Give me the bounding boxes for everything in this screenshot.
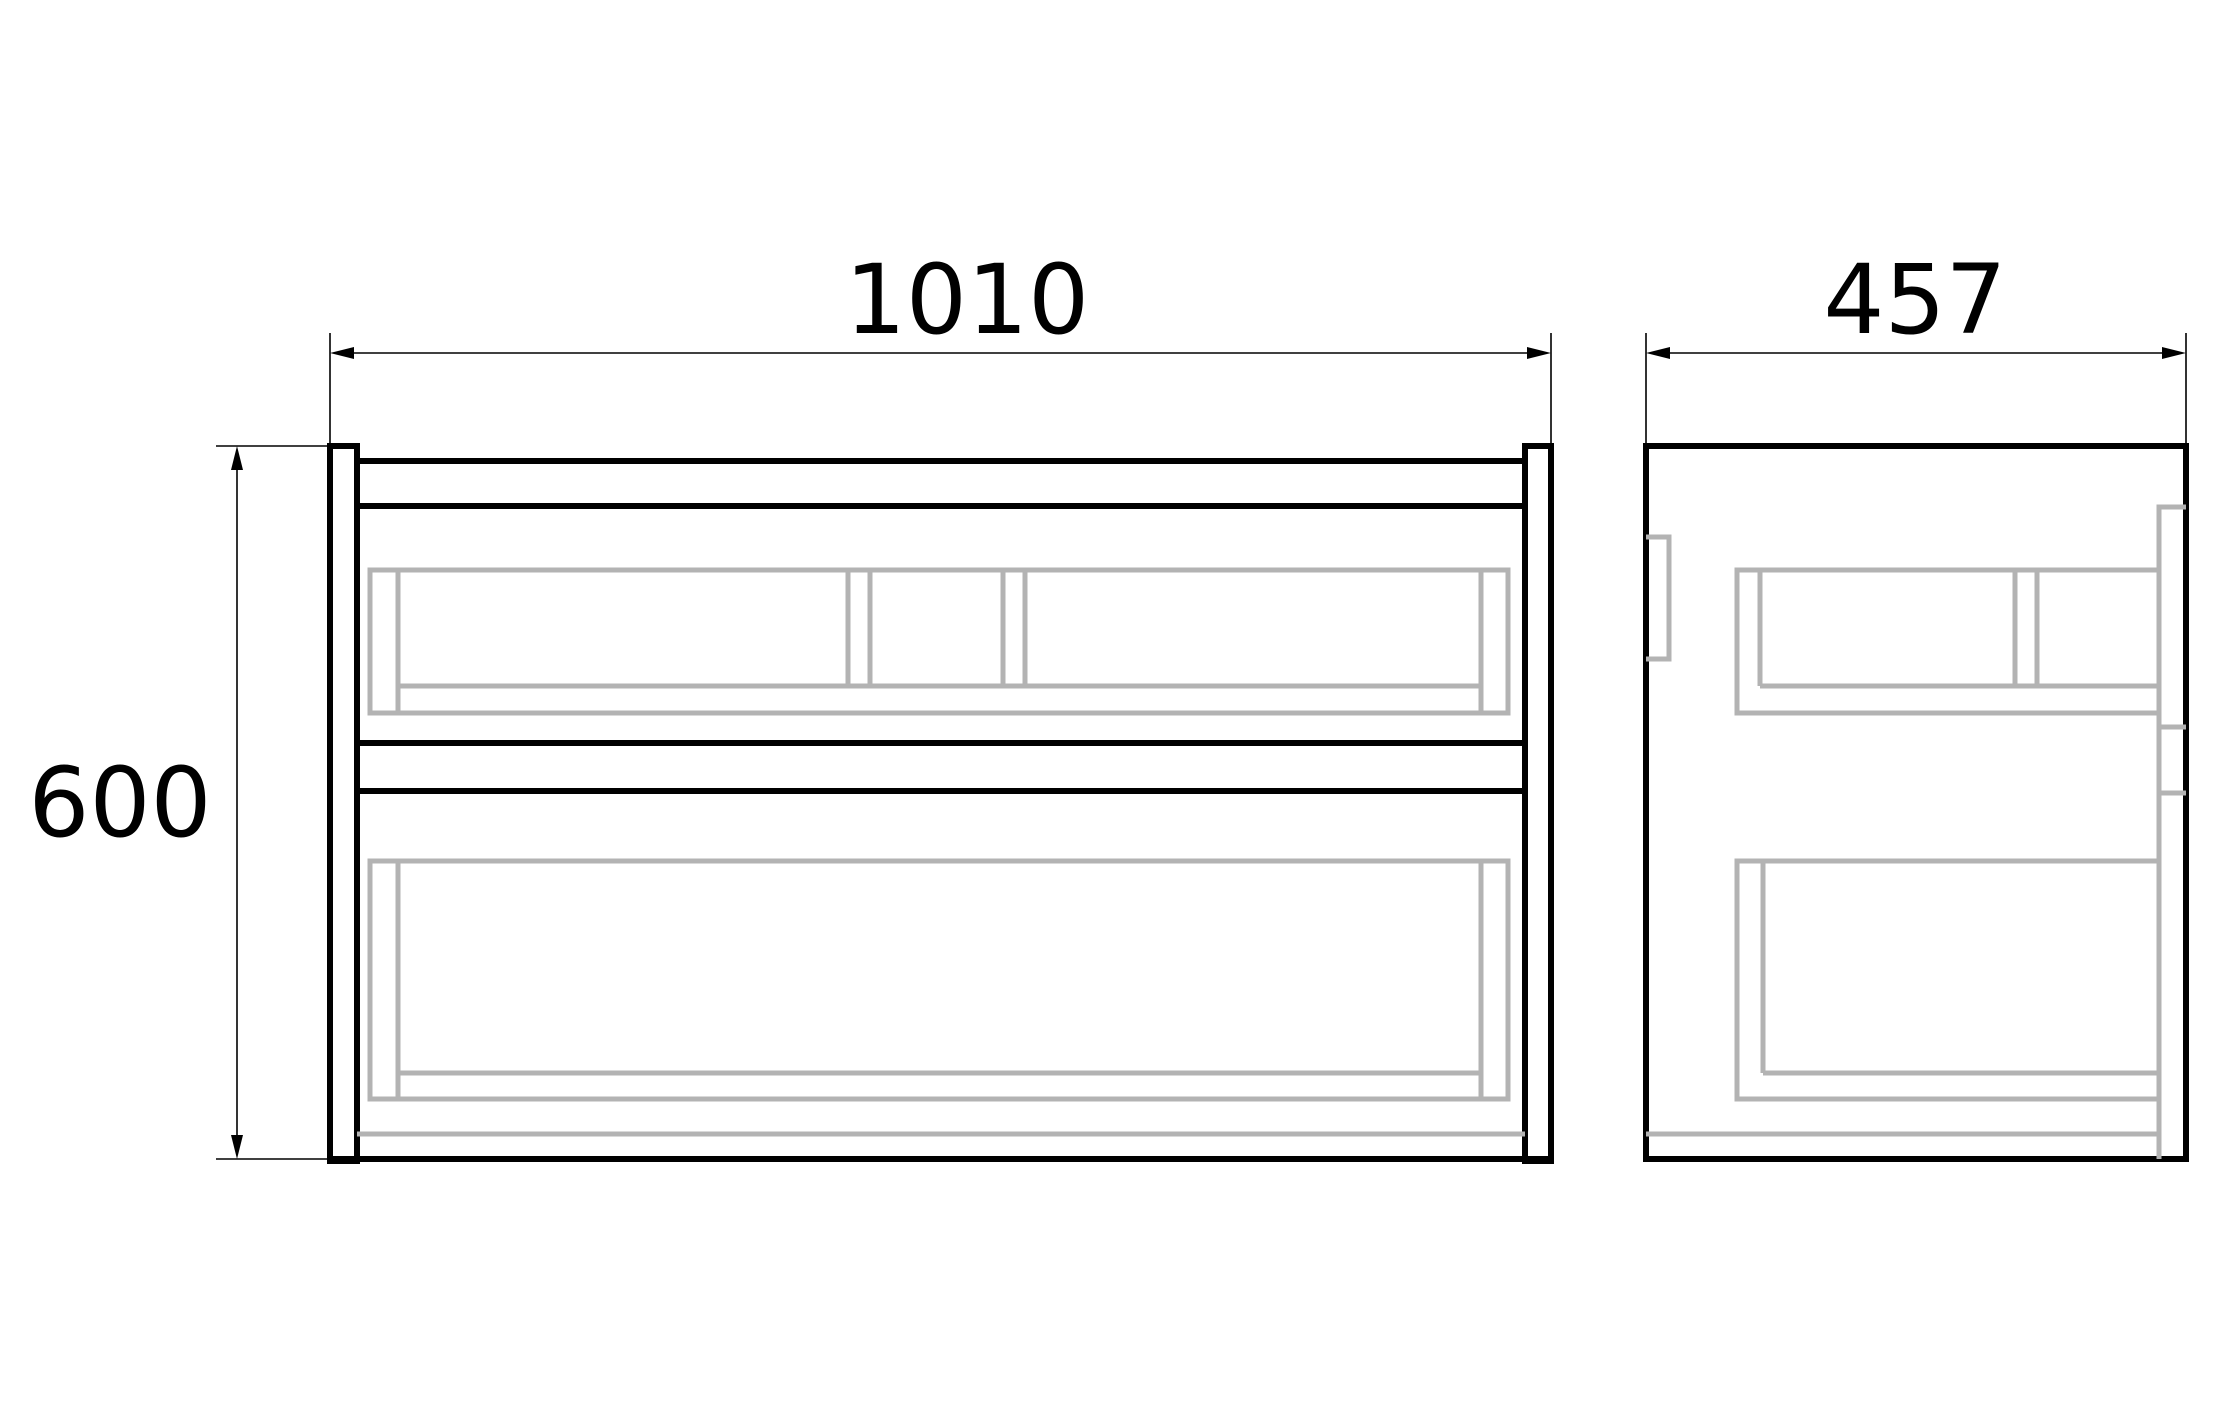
front-top-panel bbox=[354, 458, 1528, 509]
front-lower-drawer-hidden bbox=[367, 858, 1511, 1102]
side-outline bbox=[1643, 443, 2189, 1162]
width-dimension: 1010 bbox=[329, 244, 1552, 446]
side-hidden-lines bbox=[1646, 504, 2186, 1159]
front-view bbox=[327, 443, 1554, 1164]
front-left-side-panel bbox=[327, 443, 360, 1164]
width-dimension-label: 1010 bbox=[845, 244, 1089, 356]
front-upper-drawer-hidden bbox=[367, 567, 1511, 716]
depth-dimension: 457 bbox=[1645, 244, 2187, 446]
depth-dimension-label: 457 bbox=[1823, 244, 2006, 356]
height-dimension-label: 600 bbox=[28, 747, 211, 859]
front-middle-rail bbox=[354, 740, 1528, 794]
side-view bbox=[1643, 443, 2189, 1162]
height-dimension: 600 bbox=[28, 445, 330, 1160]
front-right-side-panel bbox=[1522, 443, 1554, 1164]
